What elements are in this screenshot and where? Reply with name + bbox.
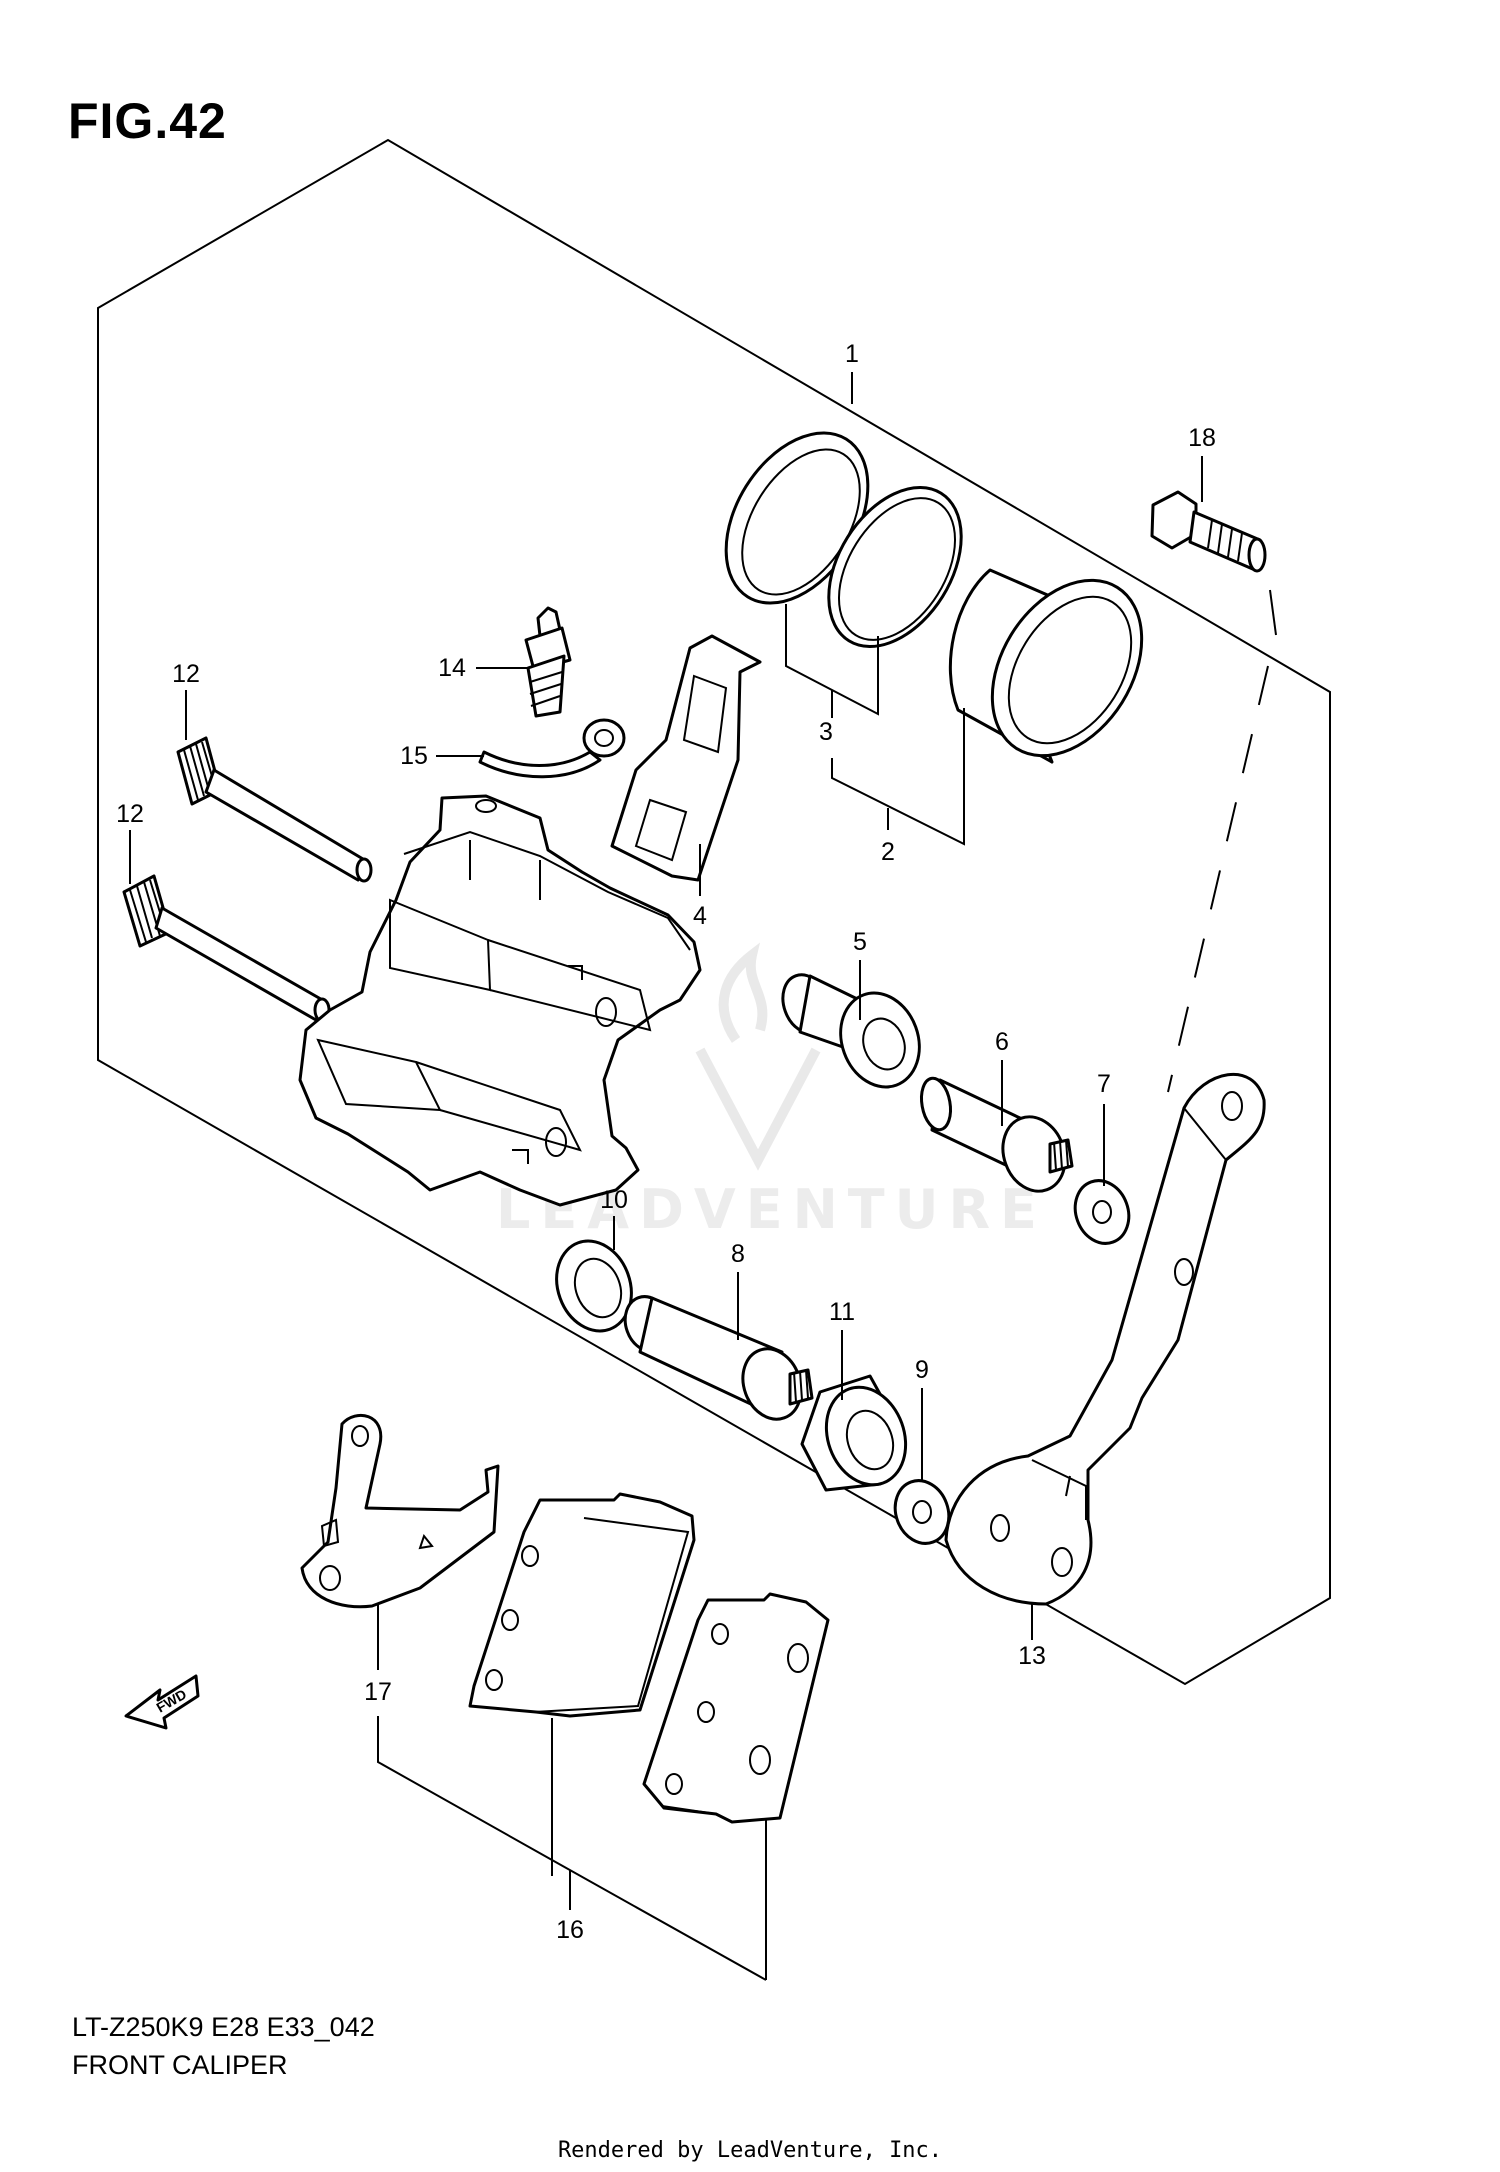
callout-15: 15 bbox=[400, 742, 428, 770]
caliper-piston bbox=[948, 568, 1144, 764]
boot-11 bbox=[800, 1374, 908, 1492]
forward-direction-arrow: FWD bbox=[124, 1674, 200, 1730]
callout-8: 8 bbox=[731, 1240, 745, 1268]
washer-7 bbox=[1073, 1179, 1131, 1245]
boot-10 bbox=[555, 1239, 633, 1333]
slide-pin-12-upper bbox=[176, 736, 373, 883]
callout-10: 10 bbox=[600, 1186, 628, 1214]
callout-5: 5 bbox=[853, 928, 867, 956]
callout-11: 11 bbox=[829, 1298, 855, 1326]
washer-9 bbox=[893, 1479, 951, 1545]
callout-3: 3 bbox=[819, 718, 833, 746]
piston-seal-inner bbox=[827, 485, 963, 649]
callout-4: 4 bbox=[693, 902, 707, 930]
callout-18: 18 bbox=[1188, 424, 1216, 452]
slide-pin-12-lower bbox=[122, 874, 331, 1023]
render-credit: Rendered by LeadVenture, Inc. bbox=[557, 2138, 943, 2163]
bleeder-screw-14 bbox=[524, 606, 572, 718]
callout-7: 7 bbox=[1097, 1070, 1111, 1098]
leader-18-upper bbox=[1269, 589, 1277, 636]
callout-13: 13 bbox=[1018, 1642, 1046, 1670]
callout-2: 2 bbox=[881, 838, 895, 866]
callout-9: 9 bbox=[915, 1356, 929, 1384]
caliper-body bbox=[298, 794, 702, 1207]
brake-pad-16-rear bbox=[468, 1492, 696, 1718]
figure-title: FIG.42 bbox=[68, 93, 227, 149]
callout-numbers: 1 2 3 4 5 6 7 8 9 10 11 12 12 13 14 15 1… bbox=[116, 340, 1216, 1944]
callout-12-upper: 12 bbox=[172, 660, 200, 688]
bleeder-cap-15 bbox=[478, 718, 626, 779]
leader-lines bbox=[129, 372, 1269, 1981]
assembly-outline bbox=[97, 138, 1331, 1686]
bracket-pin-6 bbox=[919, 1076, 1074, 1193]
callout-17: 17 bbox=[364, 1678, 392, 1706]
section-name: FRONT CALIPER bbox=[72, 2050, 288, 2080]
caliper-bracket-13 bbox=[944, 1072, 1266, 1606]
bracket-bolt-18 bbox=[1150, 490, 1267, 573]
model-code: LT-Z250K9 E28 E33_042 bbox=[72, 2012, 375, 2042]
pad-shim-17 bbox=[300, 1413, 500, 1609]
callout-16: 16 bbox=[556, 1916, 584, 1944]
pad-spring-4 bbox=[610, 634, 762, 882]
callout-14: 14 bbox=[438, 654, 466, 682]
brake-pad-16-front bbox=[642, 1592, 830, 1824]
caliper-pin-8 bbox=[623, 1295, 814, 1421]
callout-6: 6 bbox=[995, 1028, 1009, 1056]
callout-1: 1 bbox=[845, 340, 859, 368]
callout-12-lower: 12 bbox=[116, 800, 144, 828]
